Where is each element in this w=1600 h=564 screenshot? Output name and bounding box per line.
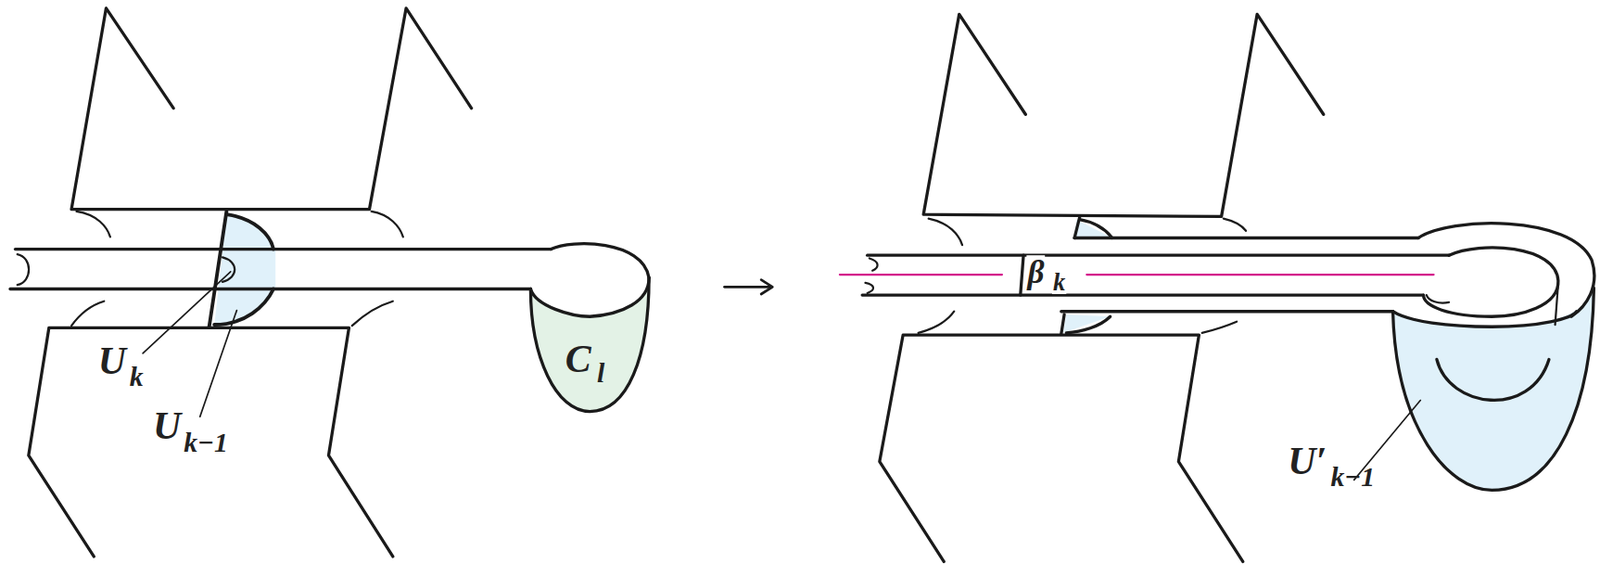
symbol-label: U [152, 406, 181, 445]
symbol-label: U′ [1287, 441, 1327, 481]
subscript-label: l [596, 358, 605, 387]
subscript-label: k [1052, 269, 1067, 294]
subscript-label: k−1 [1330, 463, 1375, 492]
symbol-label: β [1026, 254, 1045, 288]
subscript-label: k [129, 363, 144, 392]
subscript-label: k−1 [183, 428, 229, 457]
symbol-label: C [565, 338, 592, 378]
symbol-label: U [98, 341, 127, 381]
